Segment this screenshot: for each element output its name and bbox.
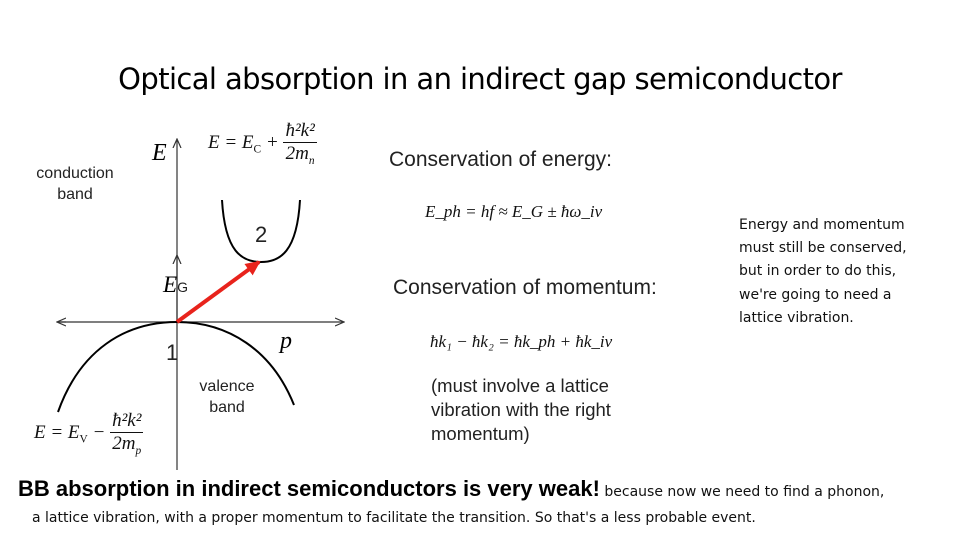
- band-diagram: [0, 0, 360, 470]
- bb-explanation-line: a lattice vibration, with a proper momen…: [32, 510, 756, 526]
- point-2-label: 2: [255, 222, 268, 247]
- axis-e-label: E: [152, 140, 167, 166]
- valence-band-curve: [57, 320, 295, 413]
- axis-p-label: p: [280, 328, 292, 354]
- transition-arrow: [175, 260, 261, 324]
- conduction-band-curve: [221, 199, 301, 264]
- momentum-equation: ħk₁ − ħk₂ = ħk_ph + ħk_iv: [430, 332, 613, 351]
- momentum-heading: Conservation of momentum:: [393, 276, 657, 299]
- side-explanation: Energy and momentum must still be conser…: [739, 217, 907, 326]
- bb-statement: BB absorption in indirect semiconductors…: [18, 476, 885, 501]
- gap-label: EG: [163, 272, 188, 297]
- energy-heading: Conservation of energy:: [389, 148, 612, 171]
- slide-title: Optical absorption in an indirect gap se…: [118, 62, 842, 96]
- point-1-label: 1: [166, 340, 179, 365]
- energy-equation: E_ph = hf ≈ E_G ± ħω_iv: [425, 202, 603, 221]
